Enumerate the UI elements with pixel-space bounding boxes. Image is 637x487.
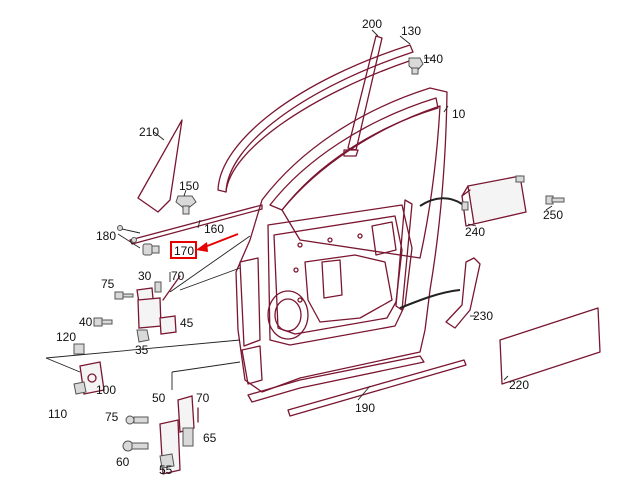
label-30: 30 — [138, 269, 152, 283]
belt-strip[interactable] — [129, 204, 263, 245]
lower-hinge-group[interactable] — [122, 361, 241, 475]
highlight-box — [170, 241, 197, 259]
label-170[interactable]: 170 — [174, 244, 194, 258]
bolt-250[interactable] — [545, 195, 565, 205]
label-220: 220 — [509, 378, 529, 392]
label-60: 60 — [116, 455, 130, 469]
label-55: 55 — [159, 463, 173, 477]
rod-180[interactable] — [117, 225, 141, 243]
leader-lines — [117, 29, 553, 401]
label-120: 120 — [56, 330, 76, 344]
insulation-panel[interactable] — [499, 307, 601, 385]
label-35: 35 — [135, 343, 149, 357]
highlight-callout — [170, 233, 239, 259]
label-240: 240 — [465, 225, 485, 239]
label-150: 150 — [179, 179, 199, 193]
label-70-lower: 70 — [196, 391, 210, 405]
label-70-upper: 70 — [171, 269, 185, 283]
rear-channel[interactable] — [445, 257, 481, 329]
label-160: 160 — [204, 222, 224, 236]
lower-seal-strip[interactable] — [287, 359, 467, 417]
label-200: 200 — [362, 17, 382, 31]
cable-to-module — [419, 197, 463, 207]
control-module[interactable] — [461, 175, 527, 227]
door-shell[interactable] — [235, 87, 448, 403]
label-100: 100 — [96, 383, 116, 397]
label-130: 130 — [401, 24, 421, 38]
label-230: 230 — [473, 309, 493, 323]
b-pillar-trim[interactable] — [343, 35, 383, 157]
label-180: 180 — [96, 229, 116, 243]
label-110: 110 — [48, 407, 67, 421]
label-75-lower: 75 — [105, 410, 119, 424]
retainer-clip-170[interactable] — [142, 243, 160, 256]
label-250: 250 — [543, 208, 563, 222]
label-50: 50 — [152, 391, 166, 405]
upper-hinge-group[interactable] — [45, 275, 241, 395]
label-65: 65 — [203, 431, 217, 445]
label-140: 140 — [423, 52, 443, 66]
window-frame-seal[interactable] — [217, 44, 414, 193]
label-210: 210 — [139, 125, 159, 139]
label-40: 40 — [79, 315, 93, 329]
cable-to-channel — [399, 289, 461, 309]
label-45: 45 — [180, 316, 194, 330]
clip-150[interactable] — [175, 195, 197, 215]
label-10: 10 — [452, 107, 466, 121]
clip-140[interactable] — [408, 57, 424, 75]
label-190: 190 — [355, 401, 375, 415]
label-75-upper: 75 — [101, 277, 115, 291]
mirror-trim-panel[interactable] — [137, 119, 183, 213]
